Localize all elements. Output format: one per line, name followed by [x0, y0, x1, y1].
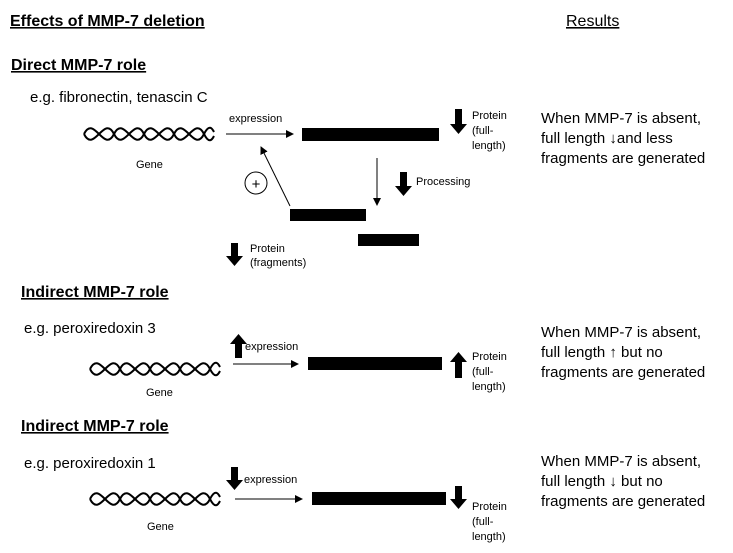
- dna-helix-icon: [89, 361, 221, 377]
- gene-label: Gene: [136, 159, 163, 171]
- processing-label: Processing: [416, 176, 470, 188]
- protein-label-line: length): [472, 381, 506, 393]
- section-heading: Indirect MMP-7 role: [21, 284, 169, 301]
- result-line: fragments are generated: [541, 150, 705, 167]
- protein-label-line: (full-: [472, 125, 494, 137]
- dna-helix-icon: [89, 491, 221, 507]
- result-line: fragments are generated: [541, 493, 705, 510]
- decrease-arrow-icon: [450, 486, 467, 509]
- result-line: When MMP-7 is absent,: [541, 453, 701, 470]
- protein-full-length-bar: [302, 128, 439, 141]
- result-line: fragments are generated: [541, 364, 705, 381]
- protein-label-line: Protein: [472, 110, 507, 122]
- gene-label: Gene: [147, 521, 174, 533]
- protein-label-line: length): [472, 531, 506, 543]
- decrease-arrow-icon: [450, 109, 467, 134]
- result-line: full length ↓ but no: [541, 473, 663, 490]
- protein-label-line: Protein: [472, 501, 507, 513]
- dna-helix-icon: [83, 126, 215, 142]
- protein-label-line: Protein: [472, 351, 507, 363]
- section-direct: Direct MMP-7 role e.g. fibronectin, tena…: [11, 57, 705, 269]
- protein-label-line: (full-: [472, 366, 494, 378]
- decrease-arrow-icon: [226, 243, 243, 266]
- decrease-arrow-icon: [226, 467, 243, 490]
- increase-arrow-icon: [230, 334, 247, 358]
- section-heading: Indirect MMP-7 role: [21, 418, 169, 435]
- protein-label-line: length): [472, 140, 506, 152]
- section-heading: Direct MMP-7 role: [11, 57, 146, 74]
- result-line: full length ↑ but no: [541, 344, 663, 361]
- plus-sign: +: [252, 176, 261, 193]
- results-header: Results: [566, 13, 619, 30]
- decrease-arrow-icon: [395, 172, 412, 196]
- gene-label: Gene: [146, 387, 173, 399]
- fragment-bar: [358, 234, 419, 246]
- expression-label: expression: [244, 474, 297, 486]
- plus-circle-icon: [244, 171, 268, 195]
- increase-arrow-icon: [450, 352, 467, 378]
- protein-full-length-bar: [308, 357, 442, 370]
- result-line: full length ↓and less: [541, 130, 673, 147]
- protein-label-line: (full-: [472, 516, 494, 528]
- section-indirect-2: Indirect MMP-7 role e.g. peroxiredoxin 1…: [21, 418, 705, 543]
- diagram-title: Effects of MMP-7 deletion: [10, 13, 205, 30]
- expression-label: expression: [229, 113, 282, 125]
- result-line: When MMP-7 is absent,: [541, 110, 701, 127]
- example-text: e.g. fibronectin, tenascin C: [30, 89, 208, 106]
- example-text: e.g. peroxiredoxin 1: [24, 455, 156, 472]
- fragments-label-line: (fragments): [250, 257, 306, 269]
- expression-label: expression: [245, 341, 298, 353]
- protein-full-length-bar: [312, 492, 446, 505]
- result-line: When MMP-7 is absent,: [541, 324, 701, 341]
- fragment-bar: [290, 209, 366, 221]
- feedback-arrow: [260, 146, 291, 207]
- section-indirect-1: Indirect MMP-7 role e.g. peroxiredoxin 3…: [21, 284, 705, 399]
- fragments-label-line: Protein: [250, 243, 285, 255]
- example-text: e.g. peroxiredoxin 3: [24, 320, 156, 337]
